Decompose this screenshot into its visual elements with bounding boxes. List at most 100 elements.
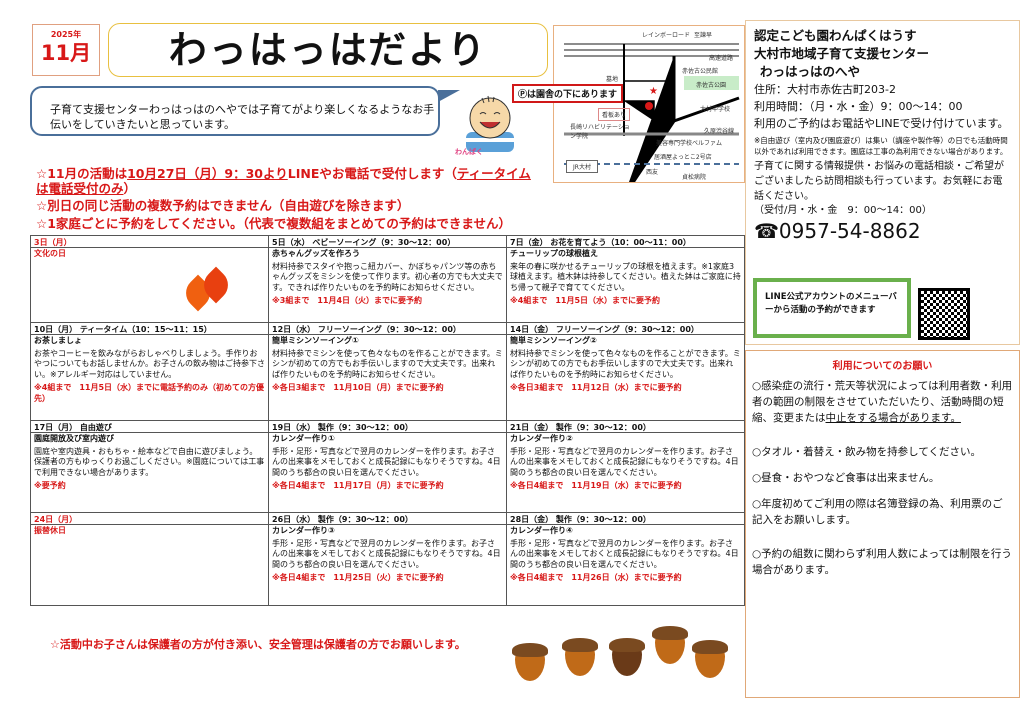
map-label: 至諫早 xyxy=(694,32,713,39)
rule-item: ○年度初めてご利用の際は名簿登録の為、利用票のご記入をお願いします。 xyxy=(752,498,1003,526)
calendar-cell: 17日（月） 自由遊び 園庭開放及び室内遊び 園庭や室内遊具・おもちゃ・絵本など… xyxy=(30,420,269,513)
reservation-deadline: ※各日4組まで 11月25日（火）までに要予約 xyxy=(272,573,444,582)
calendar-cell: 28日（金） 製作（9：30～12：00） カレンダー作り④ 手形・足形・写真な… xyxy=(506,512,745,606)
activity-description: 手形・足形・写真などで翌月のカレンダーを作ります。お子さんの出来事をメモしておく… xyxy=(272,446,501,477)
day-header: 12日（水） フリーソーイング（9：30～12：00） xyxy=(269,323,506,335)
reservation-deadline: ※4組まで 11月5日（水）までに電話予約のみ（初めての方優先） xyxy=(34,383,265,403)
reservation-deadline: ※4組まで 11月5日（水）までに要予約 xyxy=(510,296,661,305)
rule-item: ○予約の組数に関わらず利用人数によっては制限を行う場合があります。 xyxy=(752,548,1012,576)
map-label: 墓地 xyxy=(606,76,619,83)
day-header: 17日（月） 自由遊び xyxy=(31,421,268,433)
activity-title: カレンダー作り③ xyxy=(272,526,335,535)
map-label: JR大村 xyxy=(566,160,598,173)
acorn-icon xyxy=(609,638,645,676)
line-qr-code[interactable] xyxy=(918,288,970,340)
consult-info: 子育てに関する情報提供・お悩みの電話相談・ご希望がございましたら訪問相談も行って… xyxy=(754,161,1004,202)
activity-description: 手形・足形・写真などで翌月のカレンダーを作ります。お子さんの出来事をメモしておく… xyxy=(510,446,739,477)
svg-text:★: ★ xyxy=(649,86,658,97)
reservation-deadline: ※3組まで 11月4日（火）までに要予約 xyxy=(272,296,423,305)
activity-description: 材料持参でミシンを使って色々なものを作ることができます。ミシンが初めての方でもお… xyxy=(272,348,503,379)
phone-number[interactable]: 0957-54-8862 xyxy=(778,219,921,243)
day-header: 28日（金） 製作（9：30～12：00） xyxy=(507,513,744,525)
calendar-cell: 19日（水） 製作（9：30～12：00） カレンダー作り① 手形・足形・写真な… xyxy=(268,420,507,513)
activity-title: 簡単ミシンソーイング① xyxy=(272,336,359,345)
org-name: 認定こども園わんぱくはうす xyxy=(754,28,917,43)
acorn-icon xyxy=(512,643,548,681)
calendar-cell: 3日（月） 文化の日 xyxy=(30,235,269,323)
map-label: 赤佐古公民館 xyxy=(682,68,719,75)
day-header: 24日（月） xyxy=(31,513,268,525)
center-info: 認定こども園わんぱくはうす 大村市地域子育て支援センター わっはっはのへや 住所… xyxy=(745,20,1020,345)
notice-reception: ☆11月の活動は10月27日（月）9：30よりLINEやお電話で受付します（ティ… xyxy=(36,166,531,196)
activity-title: カレンダー作り④ xyxy=(510,526,573,535)
map-label: 久原渋谷線 xyxy=(704,128,735,135)
activity-description: 材料持参でミシンを使って色々なものを作ることができます。ミシンが初めての方でもお… xyxy=(510,348,741,379)
logo: わんぱく xyxy=(455,148,483,156)
calendar-cell: 12日（水） フリーソーイング（9：30～12：00） 簡単ミシンソーイング① … xyxy=(268,322,507,421)
calendar-cell: 26日（水） 製作（9：30～12：00） カレンダー作り③ 手形・足形・写真な… xyxy=(268,512,507,606)
calendar-cell: 24日（月） 振替休日 xyxy=(30,512,269,606)
year: 2025年 xyxy=(50,30,82,39)
map-label-hospital: 貞松病院 xyxy=(682,174,707,181)
line-callout: LINE公式アカウントのメニューバーから活動の予約ができます xyxy=(753,278,911,338)
notice-multiple: ☆別日の同じ活動の複数予約はできません（自由遊びを除きます） xyxy=(36,198,410,213)
reservation-deadline: ※各日3組まで 11月12日（水）までに要予約 xyxy=(510,383,682,392)
reservation-info: 利用のご予約はお電話やLINEで受け付けています。 xyxy=(754,117,1009,130)
calendar-row: 10日（月） ティータイム（10：15～11：15） お茶しましょ お茶やコーヒ… xyxy=(30,322,745,421)
rule-item: ○昼食・おやつなど食事は出来ません。 xyxy=(752,472,940,484)
reservation-deadline: ※各日3組まで 11月10日（月）までに要予約 xyxy=(272,383,444,392)
newsletter-title: わっはっはだより xyxy=(108,23,548,77)
reservation-deadline: ※各日4組まで 11月19日（水）までに要予約 xyxy=(510,481,682,490)
day-header: 19日（水） 製作（9：30～12：00） xyxy=(269,421,506,433)
day-header: 26日（水） 製作（9：30～12：00） xyxy=(269,513,506,525)
intro-bubble: 子育て支援センターわっはっはのへやでは子育てがより楽しくなるようなお手伝いをして… xyxy=(30,86,460,136)
activity-title: 振替休日 xyxy=(34,526,66,535)
day-header: 10日（月） ティータイム（10：15～11：15） xyxy=(31,323,268,335)
calendar-cell: 14日（金） フリーソーイング（9：30～12：00） 簡単ミシンソーイング② … xyxy=(506,322,745,421)
calendar-cell: 21日（金） 製作（9：30～12：00） カレンダー作り② 手形・足形・写真な… xyxy=(506,420,745,513)
parking-note: Ⓟは園舎の下にあります xyxy=(512,84,624,103)
map-label: 美容専門学校ベルファム xyxy=(656,140,723,147)
map-label: 高速道路 xyxy=(709,55,734,62)
date-box: 2025年 11月 xyxy=(32,24,100,76)
room-name: わっはっはのへや xyxy=(760,64,861,79)
notice-per-family: ☆1家庭ごとに予約をしてください。（代表で複数組をまとめての予約はできません） xyxy=(36,216,512,231)
calendar-cell: 10日（月） ティータイム（10：15～11：15） お茶しましょ お茶やコーヒ… xyxy=(30,322,269,421)
map-label: 看板あり xyxy=(598,108,631,121)
activity-description: 手形・足形・写真などで翌月のカレンダーを作ります。お子さんの出来事をメモしておく… xyxy=(510,538,739,569)
day-header: 5日（水） ベビーソーイング（9：30～12：00） xyxy=(269,236,506,248)
free-play-note: ※自由遊び（室内及び園庭遊び）は集い（講座や製作等）の日でも活動時間以外であれば… xyxy=(754,136,1008,156)
calendar-cell: 5日（水） ベビーソーイング（9：30～12：00） 赤ちゃんグッズを作ろう 材… xyxy=(268,235,507,323)
calendar-row: 17日（月） 自由遊び 園庭開放及び室内遊び 園庭や室内遊具・おもちゃ・絵本など… xyxy=(30,420,745,513)
activity-title: カレンダー作り② xyxy=(510,434,573,443)
phone-icon: ☎ xyxy=(754,219,779,243)
address: 住所：大村市赤佐古町203-2 xyxy=(754,83,896,96)
usage-rules: 利用についてのお願い ○感染症の流行・荒天等状況によっては利用者数・利用者の範囲… xyxy=(745,350,1020,698)
map-label: 長崎リハビリテーション学院 xyxy=(570,124,630,140)
map-label: 居酒屋よっとこ2号店 xyxy=(654,154,712,161)
day-header: 14日（金） フリーソーイング（9：30～12：00） xyxy=(507,323,744,335)
acorn-icon xyxy=(562,638,598,676)
access-map: ★ レインボーロード 至諫早 高速道路 墓地 赤佐古公民館 赤佐古公園 看板あり… xyxy=(553,25,745,183)
acorn-icon xyxy=(692,640,728,678)
reservation-deadline: ※要予約 xyxy=(34,481,66,490)
activity-title: 赤ちゃんグッズを作ろう xyxy=(272,249,360,258)
day-header: 7日（金） お花を育てよう（10：00～11：00） xyxy=(507,236,744,248)
map-label: レインボーロード xyxy=(642,32,691,39)
activity-title: お茶しましょ xyxy=(34,336,82,345)
activity-calendar: 3日（月） 文化の日 5日（水） ベビーソーイング（9：30～12：00） 赤ち… xyxy=(30,235,745,606)
activity-description: 手形・足形・写真などで翌月のカレンダーを作ります。お子さんの出来事をメモしておく… xyxy=(272,538,501,569)
map-label: 赤佐古公園 xyxy=(696,82,727,89)
acorn-icon xyxy=(652,626,688,664)
reservation-deadline: ※各日4組まで 11月26日（水）までに要予約 xyxy=(510,573,682,582)
rules-heading: 利用についてのお願い xyxy=(832,361,933,372)
day-header: 21日（金） 製作（9：30～12：00） xyxy=(507,421,744,433)
reception-hours: （受付/月・水・金 9：00～14：00） xyxy=(754,205,932,216)
footer-note: ☆活動中お子さんは保護者の方が付き添い、安全管理は保護者の方でお願いします。 xyxy=(50,638,466,651)
rule-item: ○タオル・着替え・飲み物を持参してください。 xyxy=(752,446,982,458)
mascot-illustration xyxy=(466,95,514,152)
activity-description: お茶やコーヒーを飲みながらおしゃべりしましょう。手作りおやつについてもお話しませ… xyxy=(34,348,265,379)
rule-item: ○感染症の流行・荒天等状況によっては利用者数・利用者の範囲の制限をさせていただい… xyxy=(752,380,1013,424)
month: 11月 xyxy=(40,41,92,65)
day-header: 3日（月） xyxy=(31,236,268,248)
